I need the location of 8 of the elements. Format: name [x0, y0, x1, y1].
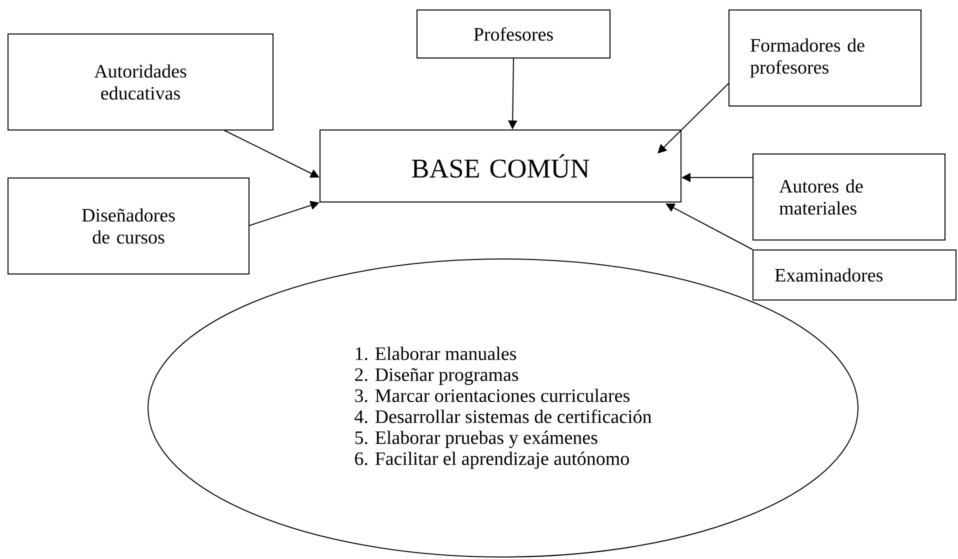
arrow — [658, 83, 729, 154]
role-box: Autores de materiales — [752, 154, 946, 240]
role-box: Profesores — [416, 10, 610, 58]
role-box: Autoridades educativas — [8, 34, 274, 130]
role-box: Diseñadores de cursos — [8, 178, 250, 274]
role-box: Formadores de profesores — [728, 10, 922, 106]
role-box: Examinadores — [752, 250, 956, 300]
central-box: BASE COMÚN — [320, 130, 682, 202]
